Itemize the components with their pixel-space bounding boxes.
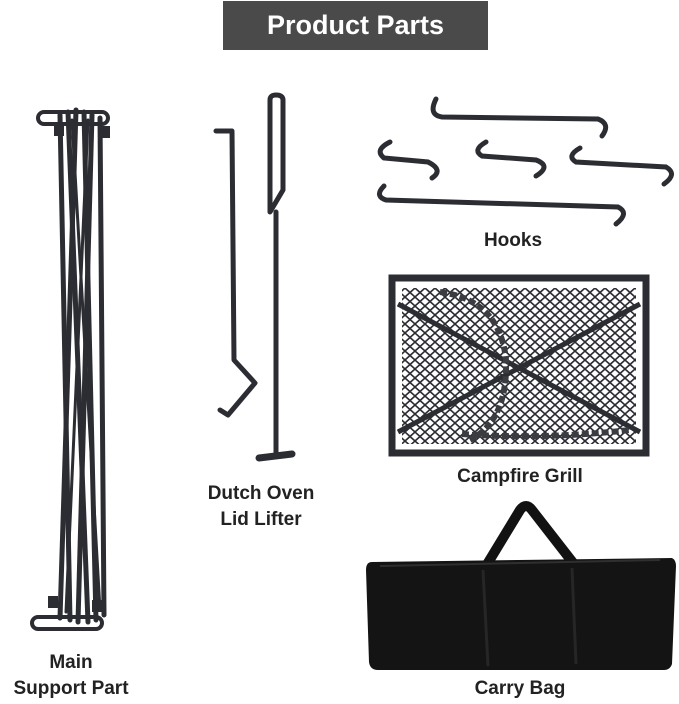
- carry-bag-image: [366, 501, 676, 670]
- main-support-part-image: [30, 107, 110, 631]
- lid-lifter-image: [213, 92, 296, 462]
- carry-bag-label: Carry Bag: [474, 678, 566, 699]
- campfire-grill-label: Campfire Grill: [457, 466, 583, 487]
- hooks-image: [377, 96, 674, 227]
- page-title: Product Parts: [223, 1, 488, 50]
- hooks-label: Hooks: [483, 230, 543, 251]
- campfire-grill-image: [388, 274, 650, 457]
